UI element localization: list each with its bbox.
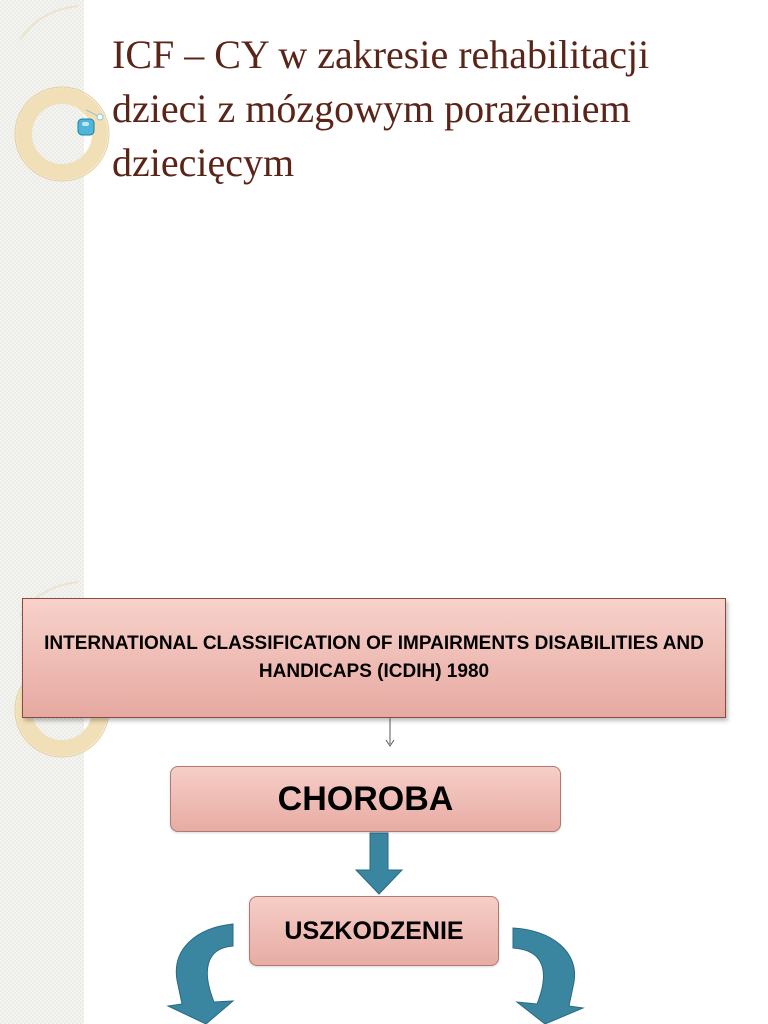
curved-arrow-right-icon: [512, 927, 585, 1024]
curved-arrow-left-icon: [166, 923, 235, 1024]
bead-icon: [77, 118, 95, 136]
flow-connectors: [166, 718, 585, 1024]
slide-1: ICF – CY w zakresie rehabilitacji dzieci…: [0, 0, 650, 576]
down-arrow-icon: [354, 832, 404, 895]
icdih-title-box: INTERNATIONAL CLASSIFICATION OF IMPAIRME…: [22, 598, 726, 718]
small-connector-arrow: [385, 718, 395, 747]
node-choroba: CHOROBA: [170, 766, 561, 832]
slide-title: ICF – CY w zakresie rehabilitacji dzieci…: [112, 32, 650, 185]
slide-2: INTERNATIONAL CLASSIFICATION OF IMPAIRME…: [0, 576, 768, 1024]
icdih-title: INTERNATIONAL CLASSIFICATION OF IMPAIRME…: [44, 633, 704, 682]
ring-decoration-icon: [14, 5, 110, 182]
node-uszkodzenie: USZKODZENIE: [249, 896, 499, 966]
